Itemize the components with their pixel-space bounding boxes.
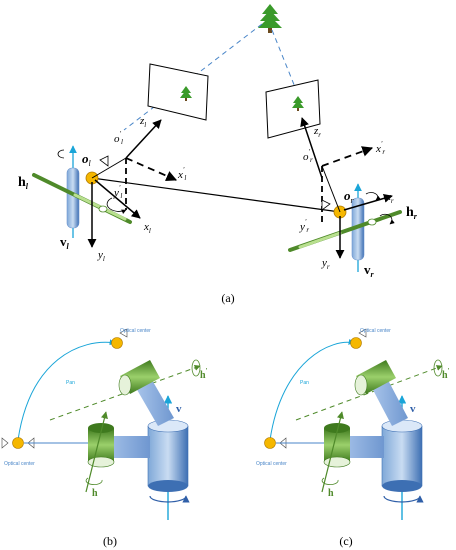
label-y-prime-left: y'l	[113, 184, 122, 200]
optical-center-left-c-icon	[264, 437, 276, 449]
axis-zl	[125, 119, 162, 159]
label-h-c: h	[328, 488, 334, 499]
tilt-cylinder-upper-b	[118, 360, 160, 396]
link-b	[104, 436, 150, 458]
optical-center-top-c-icon	[350, 337, 362, 349]
label-v-b: v	[176, 403, 182, 415]
label-x-left: xl	[143, 221, 151, 235]
label-z-left: zl	[139, 115, 146, 129]
h-prime-axis-c	[295, 365, 443, 421]
label-x-prime-right: x'r	[375, 140, 385, 156]
tilt-cylinder-upper-c	[354, 360, 396, 396]
label-v-left: vl	[60, 234, 70, 251]
panel-c: Pan Optical center Optical center h' v h	[256, 328, 450, 548]
label-h-left: hl	[18, 175, 29, 191]
optical-center-left-b-icon	[12, 437, 24, 449]
label-h-b: h	[92, 488, 98, 499]
panel-b: Pan Optical center Optical center h' v	[1, 328, 208, 548]
label-y-right: yr	[321, 257, 330, 271]
label-z-right: zr	[313, 125, 321, 139]
link-c	[340, 436, 384, 458]
label-o-prime-right: o'r	[303, 148, 313, 164]
axis-xl	[94, 179, 141, 219]
label-v-c: v	[410, 403, 416, 415]
label-optical-center-left-b: Optical center	[4, 461, 35, 467]
axis-xr	[343, 193, 393, 211]
axis-xl-prime	[125, 157, 177, 182]
panel-a: ol o'l zl x'l y'l xl yl hl vl o'r zr x'r…	[18, 4, 418, 305]
label-v-right: vr	[364, 262, 375, 279]
image-plane-left	[147, 63, 209, 121]
label-h-prime-c: h'	[442, 367, 450, 381]
pan-arc-c	[269, 338, 355, 441]
axis-xr-prime	[321, 146, 374, 167]
tree-target-icon	[258, 4, 282, 33]
label-h-right: hr	[406, 205, 418, 221]
h-axis-c	[321, 411, 344, 493]
label-optical-center-left-c: Optical center	[256, 461, 287, 467]
image-plane-right	[265, 79, 321, 139]
base-cylinder-b	[147, 425, 189, 487]
label-o-left: ol	[82, 151, 92, 168]
h-axis-b	[85, 411, 108, 493]
label-optical-center-top-c: Optical center	[360, 328, 391, 334]
tree-image-right-icon	[292, 96, 304, 111]
caption-b: (b)	[103, 534, 117, 548]
pan-arc-b	[17, 339, 116, 441]
label-o-prime-left: o'l	[114, 130, 123, 146]
label-optical-center-top-b: Optical center	[120, 328, 151, 334]
optical-center-top-b-icon	[111, 337, 123, 349]
label-pan-b: Pan	[66, 380, 75, 386]
label-x-prime-left: x'l	[177, 166, 186, 182]
label-x-right: xr	[385, 191, 394, 205]
camera-glyph-right-icon	[321, 199, 331, 211]
ray-left	[123, 23, 263, 131]
label-y-left: yl	[97, 249, 105, 263]
camera-glyph-left-icon	[99, 155, 109, 167]
label-h-prime-b: h'	[200, 367, 208, 381]
caption-c: (c)	[339, 534, 352, 548]
caption-a: (a)	[221, 291, 234, 305]
axis-zr	[300, 117, 323, 179]
baseline	[91, 177, 341, 213]
label-pan-c: Pan	[300, 380, 309, 386]
label-y-prime-right: y'r	[299, 218, 309, 234]
label-o-right: or	[344, 188, 355, 205]
base-cylinder-c	[381, 425, 423, 487]
tree-image-left-icon	[180, 86, 192, 101]
